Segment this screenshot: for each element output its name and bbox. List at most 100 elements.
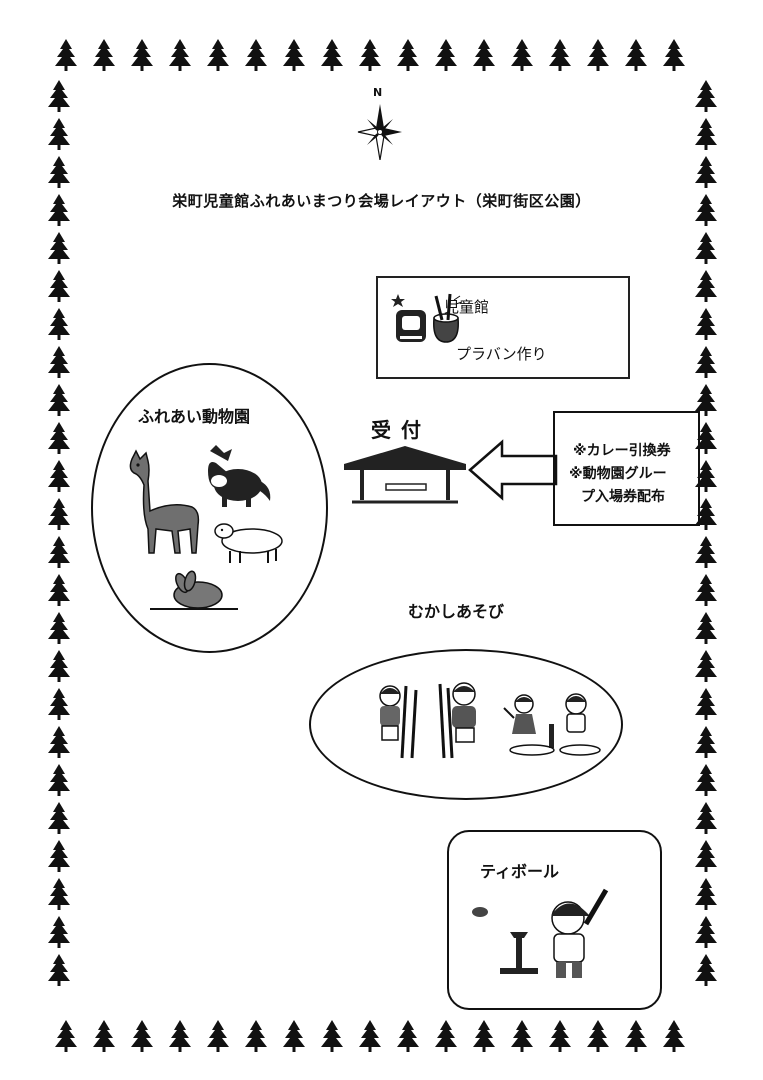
tree-icon (549, 39, 571, 71)
plaban-craft-icon (391, 293, 463, 343)
tree-icon (55, 1020, 77, 1052)
jidokan-box (376, 276, 630, 379)
tree-icon (397, 1020, 419, 1052)
tree-icon (48, 916, 70, 948)
pony-icon (208, 445, 271, 507)
tree-icon (695, 878, 717, 910)
tree-icon (695, 802, 717, 834)
teeball-box (447, 830, 662, 1010)
ring-toss-boy-icon (565, 693, 587, 733)
info-line-curry: ※カレー引換券 (573, 443, 671, 459)
tree-icon (48, 422, 70, 454)
tree-icon (511, 1020, 533, 1052)
tree-icon (48, 156, 70, 188)
tree-icon (48, 764, 70, 796)
stilts-kid-icon (379, 685, 418, 759)
tree-icon (48, 536, 70, 568)
zoo-animals-illustration (129, 445, 283, 610)
tree-icon (48, 802, 70, 834)
tree-icon (473, 1020, 495, 1052)
compass-north-label: N (373, 86, 383, 99)
plaban-activity: プラバン作り (456, 345, 547, 363)
tree-icon (695, 346, 717, 378)
tree-icon (48, 574, 70, 606)
tree-icon (48, 270, 70, 302)
tree-icon (93, 39, 115, 71)
tree-icon (587, 1020, 609, 1052)
tree-icon (435, 39, 457, 71)
tree-icon (321, 1020, 343, 1052)
tree-icon (695, 80, 717, 112)
tree-icon (695, 650, 717, 682)
compass-rose-icon (357, 104, 402, 160)
reception-tent-icon (344, 446, 466, 504)
tree-icon (695, 954, 717, 986)
info-line-entry: プ入場券配布 (581, 489, 665, 505)
zoo-label: ふれあい動物園 (138, 407, 251, 426)
tree-icon (587, 39, 609, 71)
page-title: 栄町児童館ふれあいまつり会場レイアウト（栄町街区公園） (172, 192, 591, 210)
tree-icon (48, 954, 70, 986)
tree-icon (48, 612, 70, 644)
info-line-zoo: ※動物園グルー (569, 466, 667, 482)
tree-icon (93, 1020, 115, 1052)
tree-icon (695, 232, 717, 264)
mukashi-area (309, 649, 623, 800)
mukashi-kids-illustration (379, 682, 601, 759)
tree-icon (695, 764, 717, 796)
tree-icon (48, 840, 70, 872)
tree-icon (435, 1020, 457, 1052)
tree-icon (131, 1020, 153, 1052)
tree-icon (695, 270, 717, 302)
tree-icon (169, 1020, 191, 1052)
tree-icon (169, 39, 191, 71)
tree-icon (245, 39, 267, 71)
tree-icon (245, 1020, 267, 1052)
tree-icon (695, 688, 717, 720)
tree-icon (695, 118, 717, 150)
rabbit-icon (150, 570, 238, 610)
tree-icon (695, 612, 717, 644)
tree-icon (48, 650, 70, 682)
mukashi-label: むかしあそび (408, 602, 505, 621)
tree-icon (663, 1020, 685, 1052)
tree-icon (625, 1020, 647, 1052)
tree-icon (695, 916, 717, 948)
tree-icon (473, 39, 495, 71)
tree-icon (397, 39, 419, 71)
jidokan-name: 児童館 (444, 298, 490, 316)
tree-icon (695, 308, 717, 340)
tree-icon (48, 688, 70, 720)
tree-icon (695, 574, 717, 606)
tree-icon (359, 39, 381, 71)
tree-icon (695, 726, 717, 758)
info-box: ※カレー引換券 ※動物園グルー プ入場券配布 (553, 411, 700, 526)
reception-label: 受付 (371, 418, 431, 442)
tree-icon (695, 840, 717, 872)
tree-icon (321, 39, 343, 71)
tree-icon (283, 1020, 305, 1052)
tree-icon (48, 346, 70, 378)
tree-icon (207, 39, 229, 71)
tree-icon (48, 384, 70, 416)
tree-icon (48, 726, 70, 758)
tree-icon (663, 39, 685, 71)
sheep-icon (214, 523, 283, 563)
zoo-area (91, 363, 328, 653)
stilts-kid-icon (438, 682, 476, 759)
tree-icon (625, 39, 647, 71)
tree-icon (207, 1020, 229, 1052)
tree-icon (48, 118, 70, 150)
alpaca-icon (129, 449, 200, 554)
tree-icon (48, 308, 70, 340)
tree-icon (55, 39, 77, 71)
ring-toss-girl-icon (503, 694, 536, 734)
tree-icon (695, 156, 717, 188)
tree-icon (549, 1020, 571, 1052)
tree-icon (511, 39, 533, 71)
tree-icon (48, 232, 70, 264)
tree-icon (48, 498, 70, 530)
tree-icon (48, 80, 70, 112)
teeball-batter-illustration (472, 888, 609, 978)
